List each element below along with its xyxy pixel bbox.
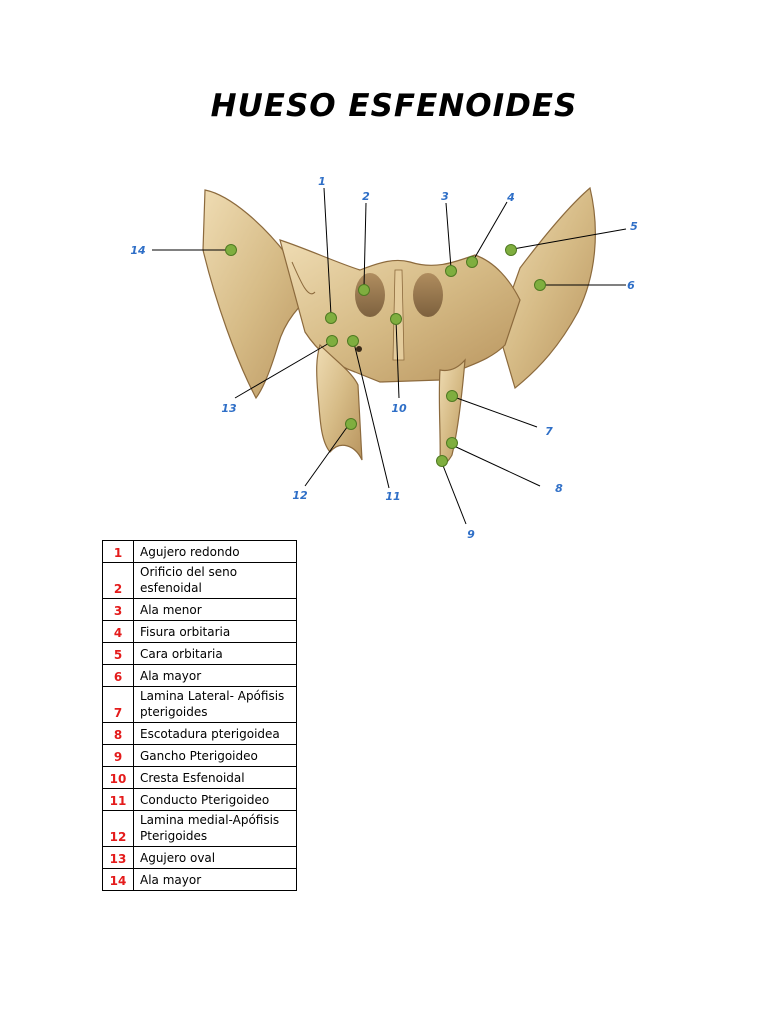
callout-13: 13: [221, 402, 237, 415]
bone-illustration: [202, 186, 596, 466]
legend-label: Agujero oval: [133, 846, 297, 869]
marker-13: [326, 335, 338, 347]
legend-label: Fisura orbitaria: [133, 620, 297, 643]
page-title: HUESO ESFENOIDES: [210, 88, 578, 124]
callout-3: 3: [441, 190, 449, 203]
marker-2: [358, 284, 370, 296]
callout-labels: 1 2 3 4 5 6 7 8 9 10 11 12 13 14: [130, 175, 638, 541]
legend-label: Orificio del seno esfenoidal: [133, 562, 297, 599]
marker-14: [225, 244, 237, 256]
legend-label: Ala menor: [133, 598, 297, 621]
legend-number: 9: [102, 744, 134, 767]
legend-label: Cresta Esfenoidal: [133, 766, 297, 789]
callout-10: 10: [391, 402, 407, 415]
marker-8: [446, 437, 458, 449]
marker-10: [390, 313, 402, 325]
legend-label: Ala mayor: [133, 664, 297, 687]
legend-number: 11: [102, 788, 134, 811]
legend-number: 3: [102, 598, 134, 621]
marker-7: [446, 390, 458, 402]
legend-label: Ala mayor: [133, 868, 297, 891]
marker-5: [505, 244, 517, 256]
legend-number: 14: [102, 868, 134, 891]
markers: [225, 244, 546, 467]
legend-number: 4: [102, 620, 134, 643]
legend-label: Lamina Lateral- Apófisis pterigoides: [133, 686, 297, 723]
legend-label: Lamina medial-Apófisis Pterigoides: [133, 810, 297, 847]
legend-number: 10: [102, 766, 134, 789]
legend-number: 13: [102, 846, 134, 869]
legend-number: 8: [102, 722, 134, 745]
legend-label: Cara orbitaria: [133, 642, 297, 665]
callout-2: 2: [362, 190, 370, 203]
callout-1: 1: [318, 175, 326, 188]
marker-4: [466, 256, 478, 268]
marker-9: [436, 455, 448, 467]
legend-number: 2: [102, 562, 134, 599]
callout-7: 7: [545, 425, 553, 438]
legend-label: Conducto Pterigoideo: [133, 788, 297, 811]
callout-5: 5: [630, 220, 638, 233]
marker-6: [534, 279, 546, 291]
sphenoid-bone-diagram: 1 2 3 4 5 6 7 8 9 10 11 12 13 14: [130, 175, 638, 541]
legend-number: 12: [102, 810, 134, 847]
marker-3: [445, 265, 457, 277]
callout-11: 11: [385, 490, 400, 503]
callout-9: 9: [467, 528, 475, 541]
marker-12: [345, 418, 357, 430]
callout-12: 12: [292, 489, 308, 502]
legend-label: Gancho Pterigoideo: [133, 744, 297, 767]
callout-4: 4: [506, 191, 515, 204]
legend-label: Escotadura pterigoidea: [133, 722, 297, 745]
marker-1: [325, 312, 337, 324]
callout-6: 6: [627, 279, 635, 292]
legend-number: 1: [102, 540, 134, 563]
callout-8: 8: [555, 482, 563, 495]
marker-11: [347, 335, 359, 347]
legend-number: 6: [102, 664, 134, 687]
leader-lines: [152, 187, 627, 525]
legend-number: 7: [102, 686, 134, 723]
callout-14: 14: [130, 244, 145, 257]
legend-label: Agujero redondo: [133, 540, 297, 563]
legend-number: 5: [102, 642, 134, 665]
